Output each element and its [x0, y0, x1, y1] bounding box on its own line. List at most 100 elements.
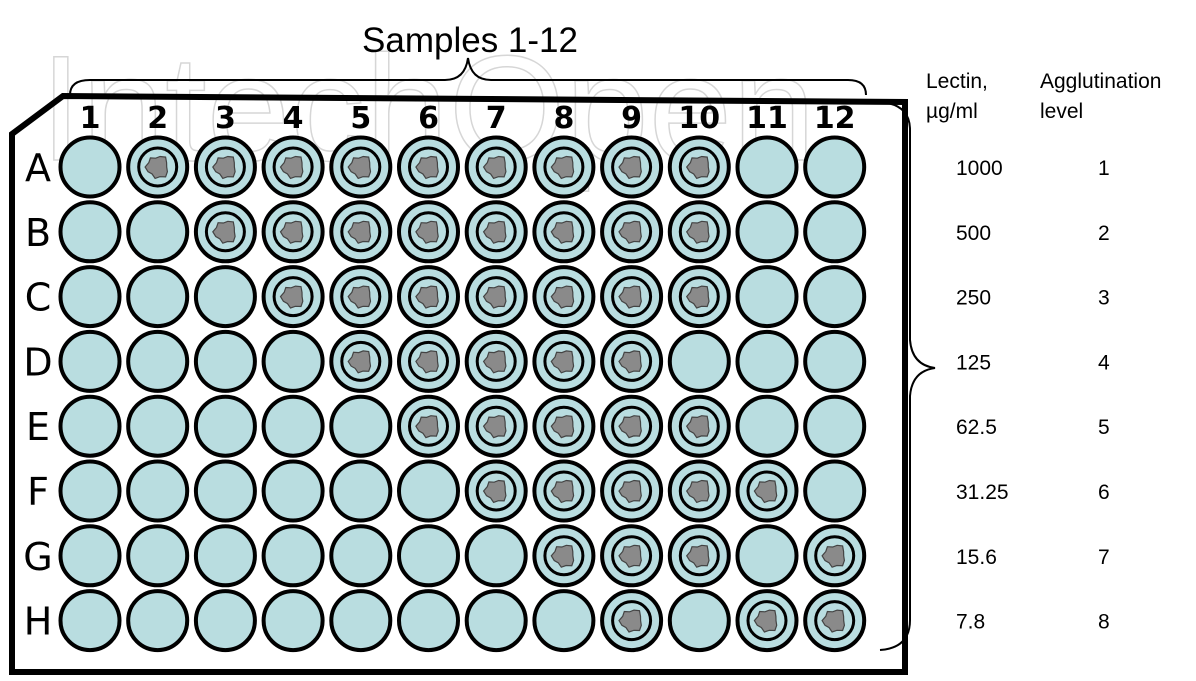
well-agglutinated [670, 526, 729, 585]
well-agglutinated [128, 138, 187, 197]
well-agglutinated [331, 332, 390, 391]
well-circle [196, 526, 255, 585]
well-circle [331, 462, 390, 521]
well-agglutinated [602, 332, 661, 391]
well-circle [61, 591, 120, 650]
header-lectin-line2: µg/ml [926, 100, 978, 123]
well-empty [738, 138, 797, 197]
well-circle [399, 591, 458, 650]
well-empty [61, 397, 120, 456]
column-label: 8 [553, 101, 574, 136]
well-agglutinated [602, 526, 661, 585]
well-empty [196, 462, 255, 521]
well-empty [128, 397, 187, 456]
well-empty [467, 526, 526, 585]
row-label: E [26, 405, 50, 449]
well-circle [738, 526, 797, 585]
well-empty [738, 397, 797, 456]
well-empty [61, 591, 120, 650]
lectin-value: 15.6 [956, 546, 997, 569]
well-empty [399, 462, 458, 521]
well-agglutinated [534, 526, 593, 585]
well-circle [61, 267, 120, 326]
well-empty [264, 526, 323, 585]
well-circle [534, 591, 593, 650]
well-empty [331, 526, 390, 585]
well-circle [805, 138, 864, 197]
well-agglutinated [467, 462, 526, 521]
well-empty [61, 202, 120, 261]
agglutination-level: 4 [1098, 351, 1110, 374]
well-agglutinated [670, 138, 729, 197]
well-agglutinated [399, 202, 458, 261]
well-empty [128, 526, 187, 585]
well-circle [738, 332, 797, 391]
column-label: 3 [215, 101, 236, 136]
well-circle [196, 591, 255, 650]
well-circle [264, 397, 323, 456]
well-circle [264, 591, 323, 650]
header-lectin-line1: Lectin, [926, 70, 988, 93]
well-empty [264, 462, 323, 521]
well-empty [805, 332, 864, 391]
well-circle [196, 397, 255, 456]
well-circle [128, 332, 187, 391]
well-empty [128, 202, 187, 261]
lectin-value: 7.8 [956, 611, 985, 634]
well-circle [670, 591, 729, 650]
column-label: 10 [678, 101, 720, 136]
well-empty [196, 332, 255, 391]
agglutination-level: 5 [1098, 416, 1110, 439]
well-circle [805, 267, 864, 326]
well-agglutinated [467, 332, 526, 391]
lectin-value: 1000 [956, 157, 1003, 180]
well-agglutinated [331, 138, 390, 197]
well-agglutinated [738, 462, 797, 521]
well-agglutinated [196, 138, 255, 197]
well-empty [805, 462, 864, 521]
well-circle [128, 462, 187, 521]
well-circle [738, 397, 797, 456]
well-empty [467, 591, 526, 650]
well-empty [805, 202, 864, 261]
well-agglutinated [670, 267, 729, 326]
column-label: 4 [283, 101, 304, 136]
well-circle [331, 526, 390, 585]
well-empty [264, 591, 323, 650]
well-circle [331, 397, 390, 456]
well-agglutinated [602, 138, 661, 197]
well-empty [331, 591, 390, 650]
column-label: 5 [350, 101, 371, 136]
row-label: H [24, 600, 53, 644]
agglutination-level: 2 [1098, 222, 1110, 245]
well-agglutinated [467, 138, 526, 197]
well-agglutinated [602, 202, 661, 261]
well-agglutinated [399, 138, 458, 197]
well-circle [467, 591, 526, 650]
well-circle [196, 332, 255, 391]
well-circle [61, 138, 120, 197]
well-empty [534, 591, 593, 650]
well-agglutinated [331, 267, 390, 326]
agglutination-level: 7 [1098, 546, 1110, 569]
well-empty [264, 397, 323, 456]
well-empty [61, 332, 120, 391]
well-empty [128, 591, 187, 650]
well-agglutinated [602, 397, 661, 456]
well-empty [805, 267, 864, 326]
well-empty [196, 591, 255, 650]
well-circle [738, 138, 797, 197]
well-empty [128, 332, 187, 391]
lectin-value: 500 [956, 222, 991, 245]
header-level-line1: Agglutination [1040, 70, 1161, 93]
well-agglutinated [264, 267, 323, 326]
lectin-value: 125 [956, 351, 991, 374]
well-empty [670, 591, 729, 650]
well-circle [196, 462, 255, 521]
samples-title: Samples 1-12 [362, 21, 578, 60]
row-label: C [25, 276, 52, 320]
row-label: D [23, 340, 52, 384]
well-agglutinated [738, 591, 797, 650]
well-empty [738, 332, 797, 391]
lectin-value: 31.25 [956, 481, 1009, 504]
